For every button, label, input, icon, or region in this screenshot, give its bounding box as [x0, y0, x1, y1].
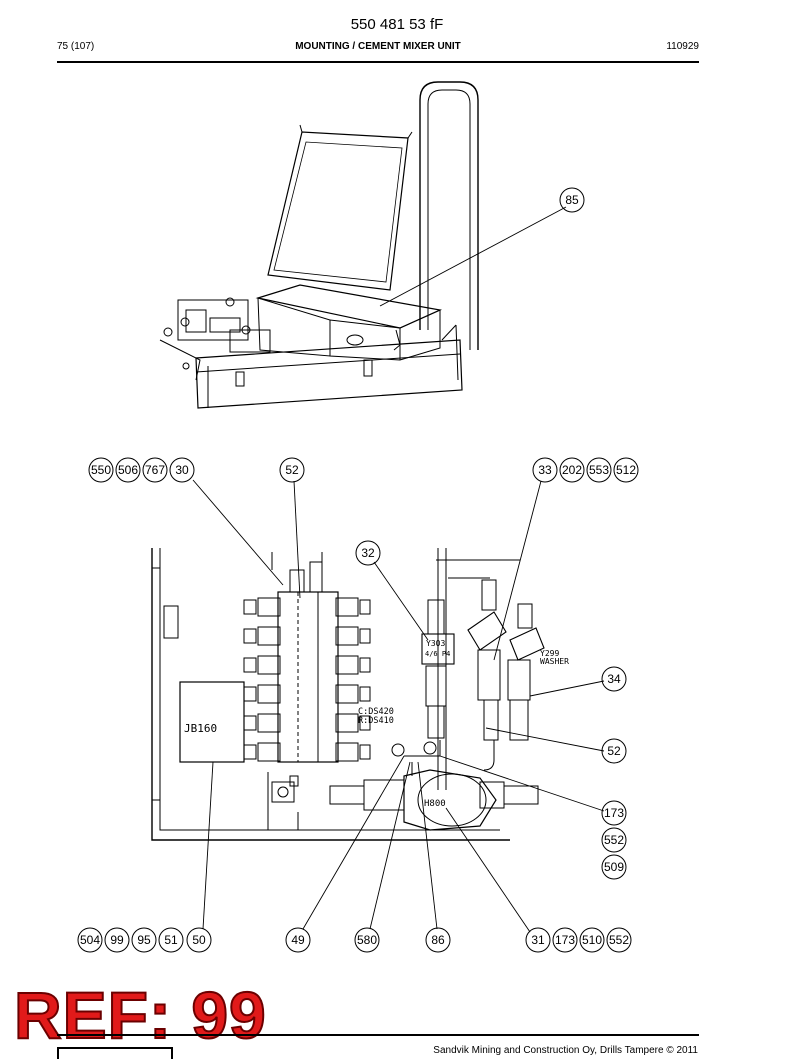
callout-balloon: [88, 457, 114, 483]
page-title: MOUNTING / CEMENT MIXER UNIT: [295, 41, 461, 52]
junction-box-label: JB160: [184, 722, 217, 735]
leader-lines: [192, 206, 605, 933]
y299-label: Y299: [540, 649, 559, 658]
callout-balloon: [354, 927, 380, 953]
y303-label: Y303: [426, 639, 445, 648]
callout-balloon: [77, 927, 103, 953]
ref-stamp: REF: 99: [13, 978, 267, 1052]
callout-balloon: [158, 927, 184, 953]
h800-label: H800: [424, 799, 446, 809]
callout-balloon: [601, 738, 627, 764]
callout-balloon: [552, 927, 578, 953]
valve-plate-illustration: JB160 C:DS420 R:DS410 Y303 4/6 P4 Y299 W…: [151, 548, 569, 841]
callout-number: 552: [609, 933, 629, 947]
callout-number: 510: [582, 933, 602, 947]
callout-balloon: [169, 457, 195, 483]
callout-number: 50: [192, 933, 206, 947]
callout-balloon: [601, 800, 627, 826]
callout-balloon: [601, 854, 627, 880]
page-number: 75 (107): [57, 41, 95, 52]
callout-number: 32: [361, 546, 375, 560]
footer-copyright: Sandvik Mining and Construction Oy, Dril…: [433, 1045, 698, 1056]
callout-balloon: [586, 457, 612, 483]
h800-block: [403, 769, 497, 831]
solenoid-row: [243, 597, 371, 617]
callout-number: 512: [616, 463, 636, 477]
callout-number: 49: [291, 933, 305, 947]
callout-number: 30: [175, 463, 189, 477]
callout-balloon: [606, 927, 632, 953]
solenoid-row: [243, 684, 371, 704]
callout-balloon: [613, 457, 639, 483]
junction-box: [179, 681, 245, 763]
callout-balloon: [601, 666, 627, 692]
callout-balloon: [559, 187, 585, 213]
callout-number: 509: [604, 860, 624, 874]
callout-number: 580: [357, 933, 377, 947]
callout-balloon: [559, 457, 585, 483]
callout-number: 31: [531, 933, 545, 947]
callout-number: 550: [91, 463, 111, 477]
callout-number: 173: [604, 806, 624, 820]
callout-number: 767: [145, 463, 165, 477]
callout-number: 85: [565, 193, 579, 207]
callout-balloon: [131, 927, 157, 953]
callout-balloon: [279, 457, 305, 483]
c-port-label: C:DS420: [358, 707, 394, 717]
r-port-label: R:DS410: [358, 716, 394, 726]
callout-number: 52: [285, 463, 299, 477]
callout-number: 99: [110, 933, 124, 947]
callout-number: 504: [80, 933, 100, 947]
callout-balloon: [579, 927, 605, 953]
callout-balloon: [355, 540, 381, 566]
header-row: 75 (107) MOUNTING / CEMENT MIXER UNIT 11…: [57, 41, 699, 55]
callout-number: 51: [164, 933, 178, 947]
solenoid-row: [243, 742, 371, 762]
mixer-unit-illustration: [159, 81, 479, 409]
header-rule: [57, 61, 699, 63]
callout-number: 33: [538, 463, 552, 477]
callout-balloon: [425, 927, 451, 953]
footer-rule: [57, 1034, 699, 1036]
company-logo: [57, 1047, 173, 1059]
callout-balloon: [525, 927, 551, 953]
callout-balloon: [186, 927, 212, 953]
callout-number: 86: [431, 933, 445, 947]
callout-number: 52: [607, 744, 621, 758]
callout-number: 553: [589, 463, 609, 477]
callout-number: 506: [118, 463, 138, 477]
callout-balloon: [532, 457, 558, 483]
callout-balloon: [285, 927, 311, 953]
document-number: 550 481 53 fF: [350, 16, 444, 33]
revision-date: 110929: [666, 41, 699, 52]
y303-sub-label: 4/6 P4: [425, 650, 450, 658]
callout-number: 34: [607, 672, 621, 686]
solenoid-row: [243, 626, 371, 646]
callout-number: 202: [562, 463, 582, 477]
callout-number: 552: [604, 833, 624, 847]
callout-number: 173: [555, 933, 575, 947]
callout-balloons: [77, 187, 639, 953]
washer-label: WASHER: [540, 657, 569, 666]
callout-balloon: [601, 827, 627, 853]
callout-balloon: [115, 457, 141, 483]
solenoid-row: [243, 655, 371, 675]
callout-number: 95: [137, 933, 151, 947]
callout-balloon: [104, 927, 130, 953]
solenoid-row: [243, 713, 371, 733]
callout-balloon: [142, 457, 168, 483]
